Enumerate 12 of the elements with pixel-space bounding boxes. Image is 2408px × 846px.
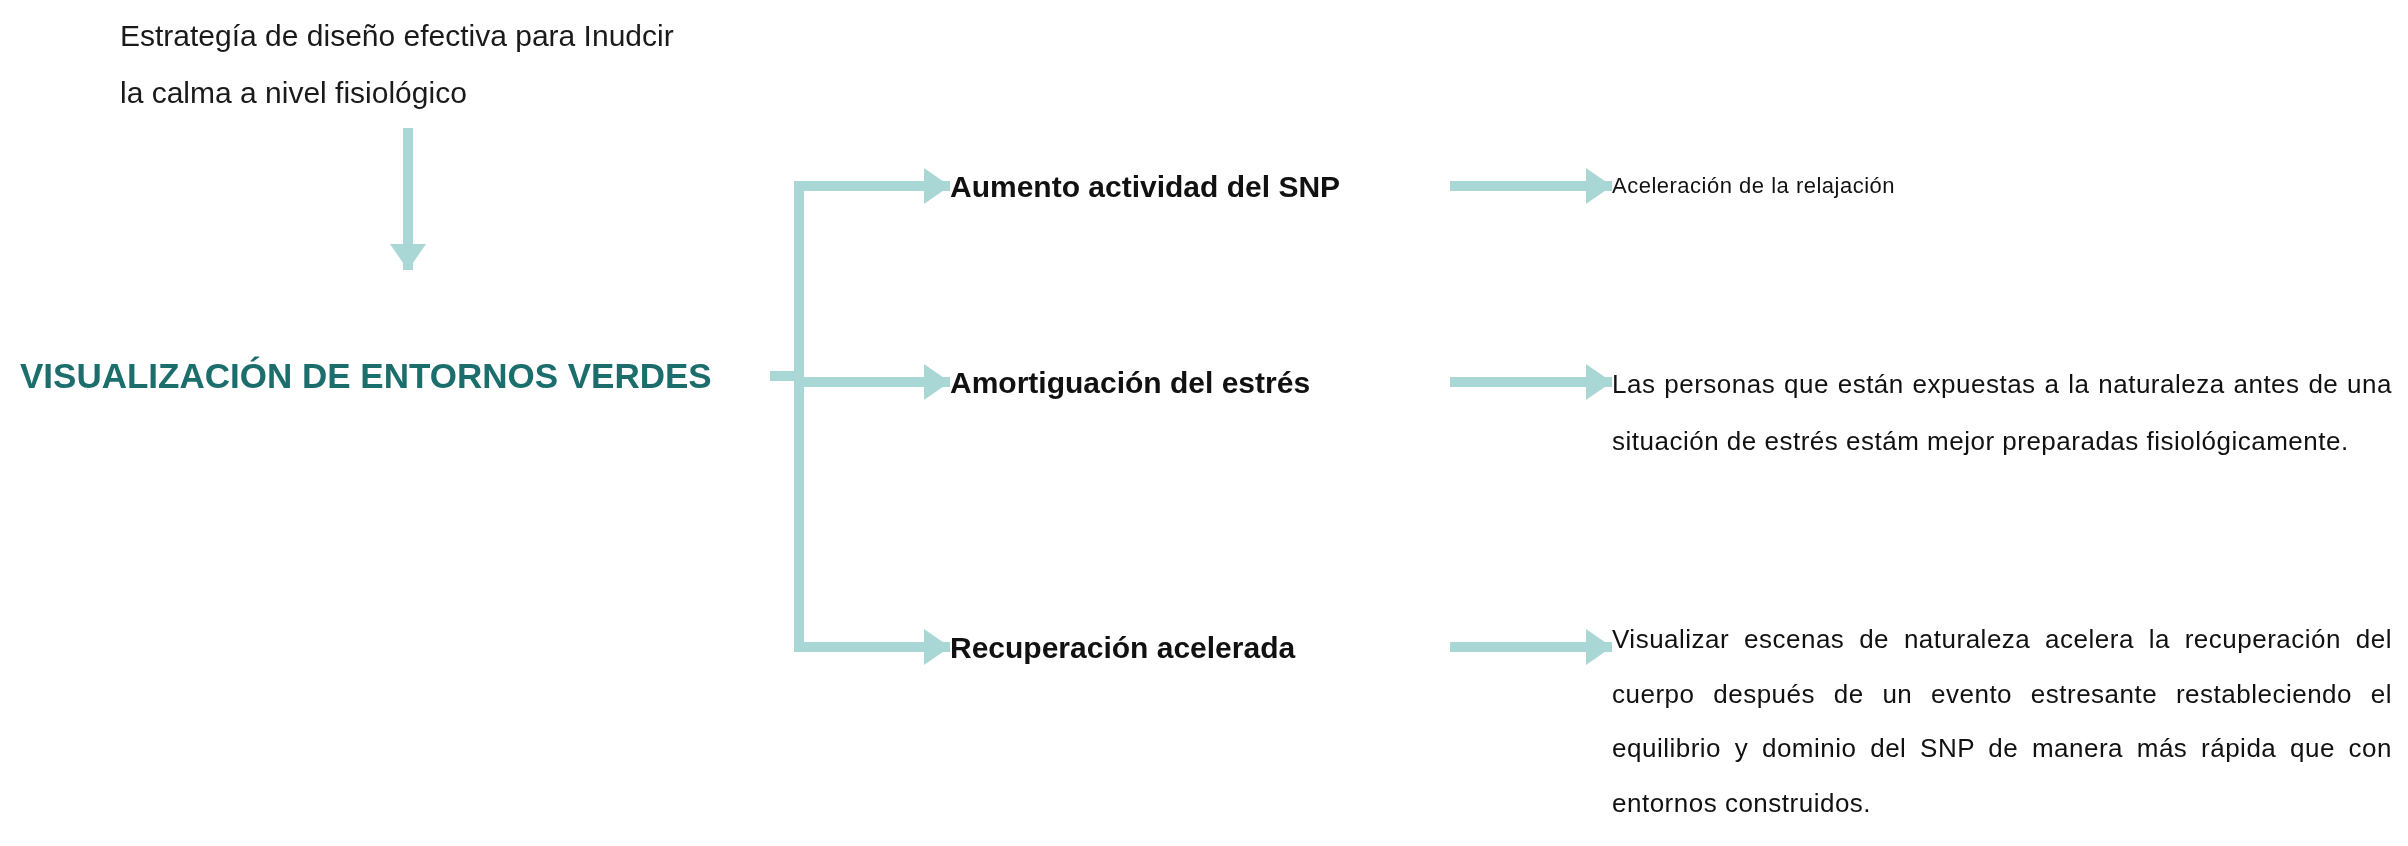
heading-text: Estrategía de diseño efectiva para Inudcir la calma a nivel fisiológico — [120, 18, 675, 111]
result-paragraph: Las personas que están expuestas a la naturaleza antes de una situación de estrés estám mejor preparadas fisiológicamente. — [1612, 368, 2392, 459]
arrow — [1450, 168, 1612, 204]
topic-title: VISUALIZACIÓN DE ENTORNOS VERDES — [20, 355, 712, 398]
result-paragraph: Visualizar escenas de naturaleza acelera la recuperación del cuerpo después de un evento estresante restableciendo el equilibrio y dominio del SNP de manera más rápida que con entornos construidos. — [1612, 623, 2392, 820]
effect-label: Aumento actividad del SNP — [950, 168, 1341, 205]
arrow — [1450, 364, 1612, 400]
result-text: Aceleración de la relajación — [1612, 171, 1896, 200]
effect-label: Amortiguación del estrés — [950, 364, 1311, 401]
effect-label: Recuperación acelerada — [950, 629, 1296, 666]
arrow — [390, 128, 426, 270]
arrow — [1450, 629, 1612, 665]
